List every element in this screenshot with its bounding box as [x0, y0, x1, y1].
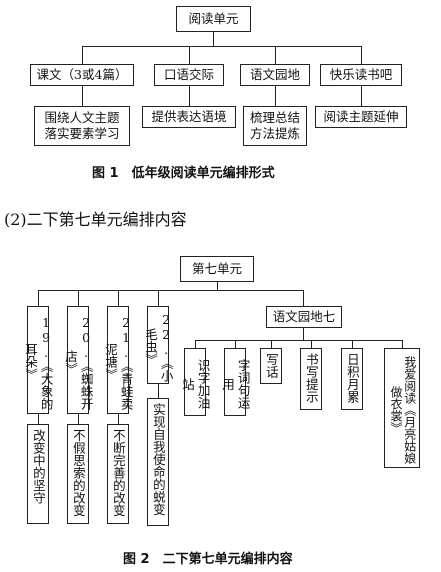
fig1-caption: 图 1 低年级阅读单元编排形式	[92, 166, 275, 181]
fig2-caption: 图 2 二下第七单元编排内容	[123, 552, 293, 567]
fig1-detail-reading: 阅读主题延伸	[315, 106, 407, 128]
fig1-detail-oral: 提供表达语境	[142, 106, 236, 128]
fig1-category-lessons: 课文（3或4篇）	[30, 64, 134, 86]
connector	[82, 86, 83, 106]
connector	[402, 340, 403, 348]
fig1-detail-garden: 梳理总结 方法提炼	[243, 106, 307, 146]
connector	[195, 340, 403, 341]
connector	[118, 290, 119, 306]
fig2-garden-item-handwriting: 书写提示	[300, 348, 322, 410]
connector	[158, 290, 159, 306]
connector	[217, 282, 218, 290]
connector	[275, 86, 276, 106]
connector	[311, 340, 312, 348]
connector	[303, 328, 304, 340]
connector	[271, 340, 272, 348]
fig2-lesson-19: 19.《大象的耳朵》	[23, 306, 54, 414]
fig1-category-reading: 快乐读书吧	[320, 64, 402, 86]
fig1-detail-line: 梳理总结	[249, 110, 300, 126]
fig1-detail-lessons: 围绕人文主题 落实要素学习	[34, 106, 130, 146]
connector	[303, 290, 304, 306]
fig1-category-garden: 语文园地	[240, 64, 310, 86]
fig1-category-oral: 口语交际	[154, 64, 224, 86]
connector	[195, 340, 196, 348]
connector	[189, 46, 190, 64]
connector	[275, 46, 276, 64]
connector	[118, 414, 119, 424]
fig2-garden-item-writing: 写话	[260, 348, 282, 384]
fig1-detail-line: 方法提炼	[249, 126, 300, 141]
connector	[189, 86, 190, 106]
connector	[38, 414, 39, 424]
connector	[361, 46, 362, 64]
fig2-lesson-20: 20.《蜘蛛开店》	[63, 306, 94, 414]
section-heading: (2)二下第七单元编排内容	[4, 210, 187, 229]
connector	[38, 290, 39, 306]
connector	[82, 46, 83, 64]
fig1-root-node: 阅读单元	[176, 6, 251, 32]
connector	[352, 340, 353, 348]
fig2-garden-node: 语文园地七	[266, 306, 342, 328]
connector	[78, 414, 79, 424]
connector	[158, 384, 159, 398]
connector	[78, 290, 79, 306]
connector	[235, 340, 236, 348]
fig1-detail-line: 围绕人文主题	[44, 110, 120, 126]
connector	[82, 46, 362, 47]
fig2-garden-item-words: 字词句运用	[220, 348, 251, 416]
fig2-lesson-21: 21.《青蛙卖泥塘》	[103, 306, 134, 414]
fig2-note-22: 实现自我使命的蜕变	[147, 398, 169, 526]
fig2-root-node: 第七单元	[180, 256, 254, 282]
connector	[213, 32, 214, 46]
fig1-detail-line: 落实要素学习	[44, 126, 120, 141]
fig2-note-21: 不断完善的改变	[107, 424, 129, 524]
connector	[38, 290, 304, 291]
fig2-note-19: 改变中的坚守	[27, 424, 49, 524]
connector	[361, 86, 362, 106]
fig2-garden-item-accumulation: 日积月累	[341, 348, 363, 410]
fig2-lesson-22: 22.《小毛虫》	[143, 306, 174, 384]
fig2-note-20: 不假思索的改变	[67, 424, 89, 524]
fig2-garden-item-reading: 我爱阅读《月亮姑娘做衣裳》	[384, 348, 420, 468]
fig2-garden-item-literacy: 识字加油站	[180, 348, 211, 416]
